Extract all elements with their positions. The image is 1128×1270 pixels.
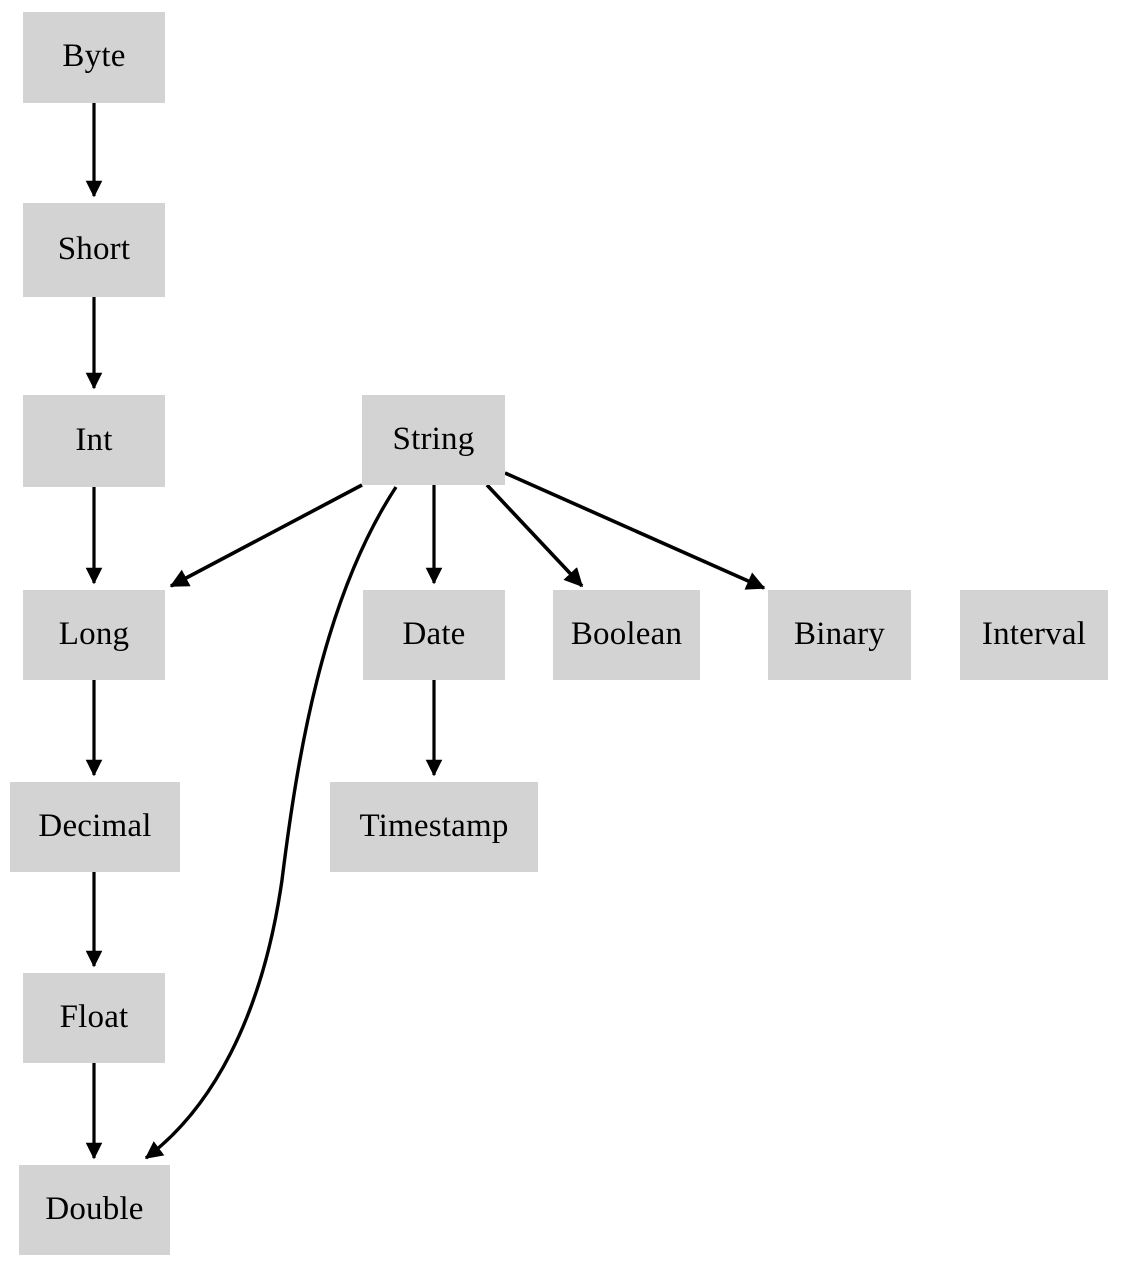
node-long-label: Long	[58, 615, 130, 652]
node-string[interactable]: String	[362, 395, 505, 485]
node-timestamp[interactable]: Timestamp	[330, 782, 538, 872]
node-interval-label: Interval	[981, 615, 1087, 652]
node-double-label: Double	[45, 1190, 144, 1227]
node-short[interactable]: Short	[23, 203, 165, 297]
node-int[interactable]: Int	[23, 395, 165, 487]
node-binary-label: Binary	[793, 615, 885, 652]
edge-string-binary	[504, 471, 766, 590]
node-int-label: Int	[75, 421, 113, 458]
node-string-label: String	[392, 420, 475, 457]
node-float[interactable]: Float	[23, 973, 165, 1063]
node-date[interactable]: Date	[363, 590, 505, 680]
node-timestamp-label: Timestamp	[359, 807, 509, 844]
node-decimal[interactable]: Decimal	[10, 782, 180, 872]
node-interval[interactable]: Interval	[960, 590, 1108, 680]
node-float-label: Float	[59, 998, 129, 1035]
node-date-label: Date	[402, 615, 466, 652]
node-byte[interactable]: Byte	[23, 12, 165, 103]
node-binary[interactable]: Binary	[768, 590, 911, 680]
edge-string-boolean	[485, 483, 584, 588]
edge-string-long	[169, 483, 363, 588]
node-short-label: Short	[57, 230, 131, 267]
node-boolean[interactable]: Boolean	[553, 590, 700, 680]
node-byte-label: Byte	[62, 38, 126, 74]
node-long[interactable]: Long	[23, 590, 165, 680]
node-double[interactable]: Double	[19, 1165, 170, 1255]
node-boolean-label: Boolean	[570, 615, 683, 652]
node-decimal-label: Decimal	[38, 807, 152, 844]
